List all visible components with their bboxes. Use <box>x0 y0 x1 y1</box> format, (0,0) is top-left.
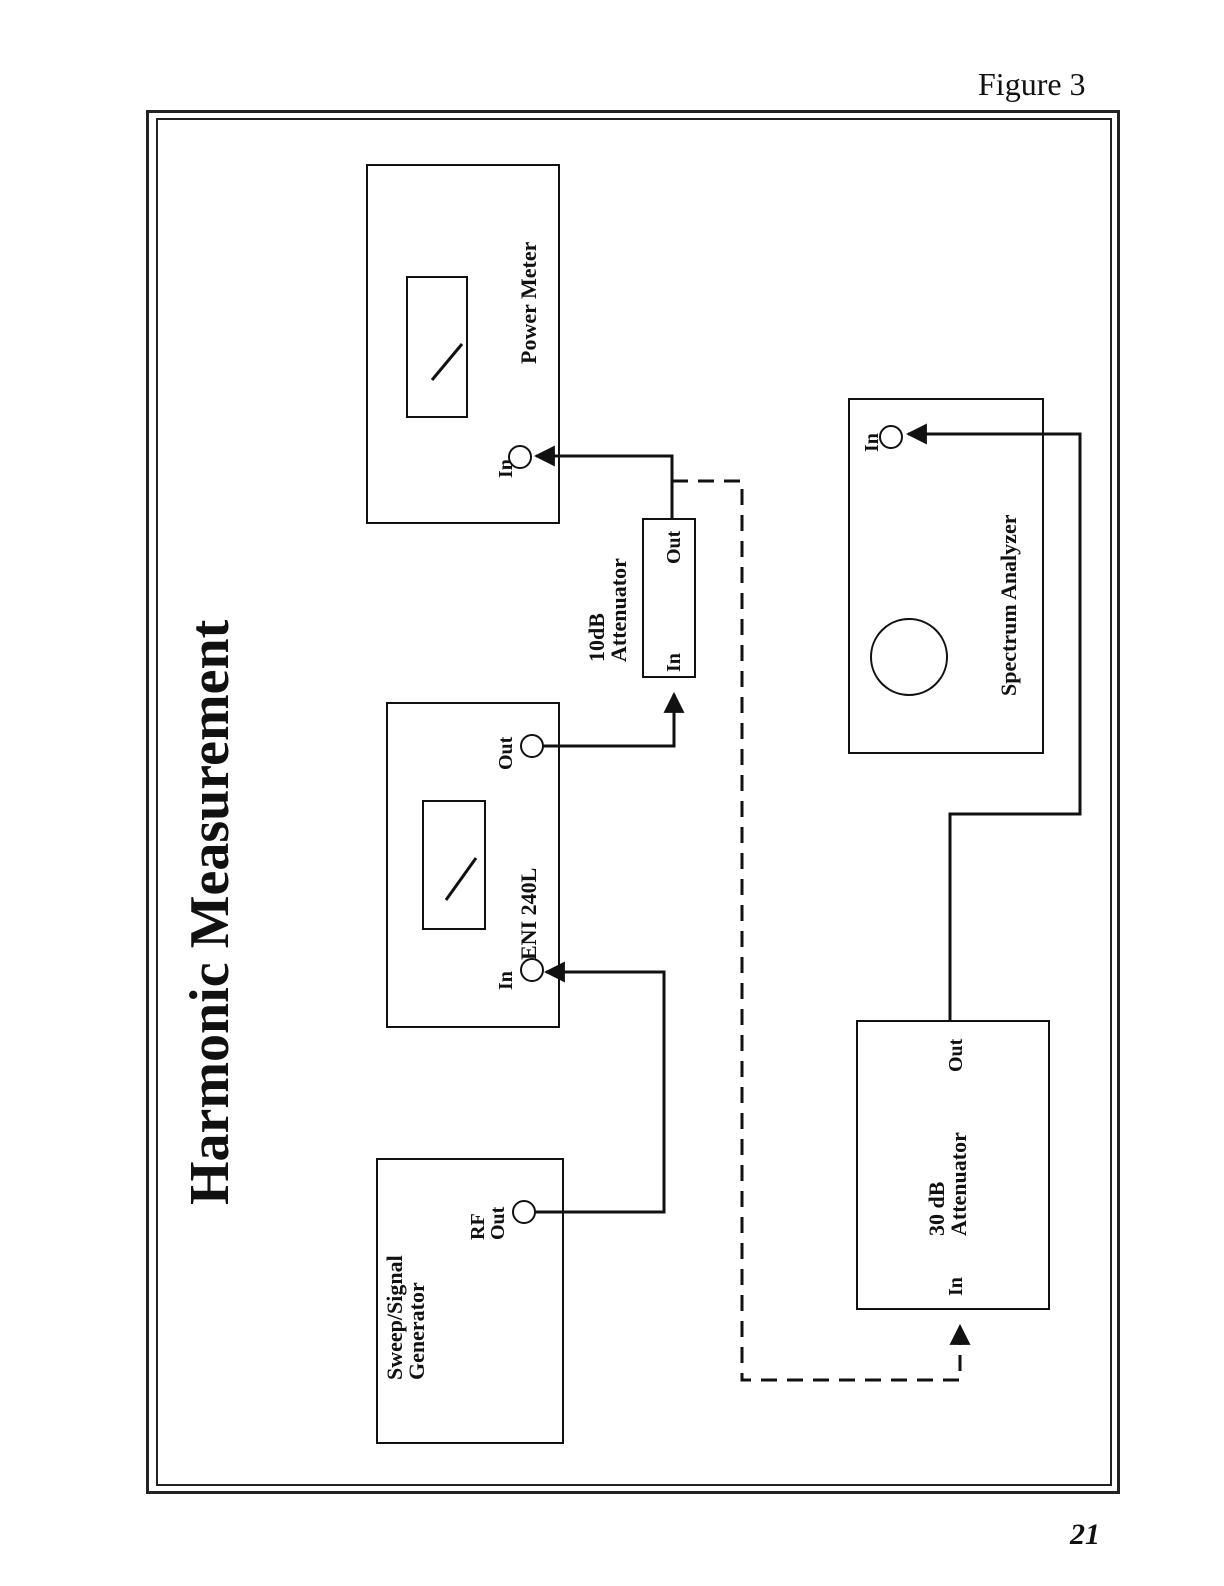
wire-eni-to-attenuator-10db <box>543 694 674 746</box>
sweep-rf-out-connector <box>513 1201 535 1223</box>
power-meter-needle <box>432 344 462 380</box>
page-number: 21 <box>1070 1518 1100 1552</box>
wire-attenuator-10db-to-power-meter <box>536 456 672 518</box>
spectrum-in-connector <box>880 426 902 448</box>
eni-needle <box>446 858 476 900</box>
power-meter-in-connector <box>509 446 531 468</box>
wire-sweep-to-eni <box>535 972 664 1212</box>
wire-attenuator-30db-to-spectrum <box>908 434 1080 1020</box>
eni-in-connector <box>521 959 543 981</box>
wire-dashed-to-attenuator-30db <box>672 481 960 1380</box>
spectrum-screen <box>871 619 947 695</box>
eni-out-connector <box>521 735 543 757</box>
